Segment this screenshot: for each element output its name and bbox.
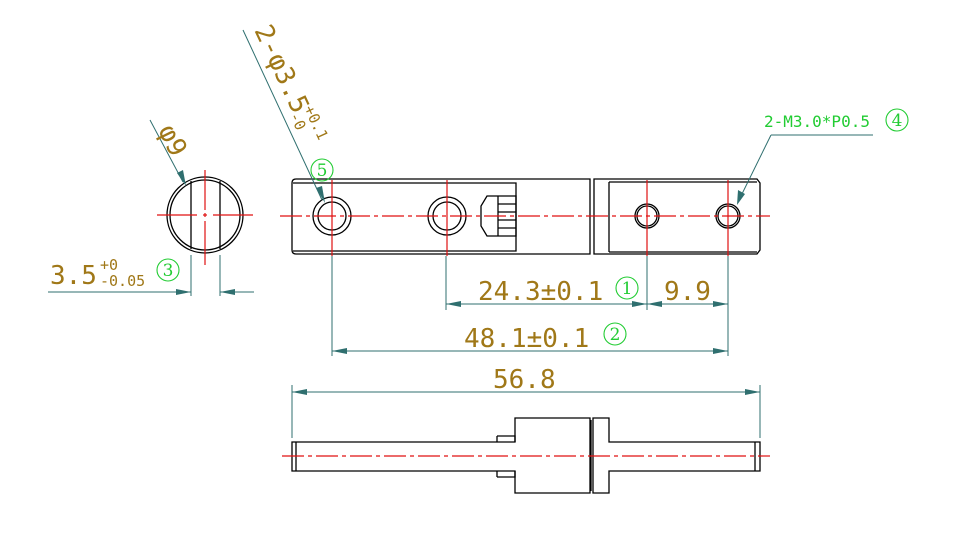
flat-width-label: 3.5	[50, 261, 97, 291]
marker-5: 5	[317, 161, 328, 181]
holes-label: 2-φ3.5	[248, 20, 315, 118]
flat-tol-lower: -0.05	[100, 272, 145, 290]
flat-tol-upper: +0	[100, 256, 118, 274]
dim-24-3: 24.3±0.1	[478, 277, 603, 307]
dim-9-9: 9.9	[664, 277, 711, 307]
marker-3: 3	[163, 261, 174, 281]
marker-4: 4	[892, 111, 903, 131]
holes-tol-lower: -0	[286, 109, 310, 133]
thread-note: 2-M3.0*P0.5	[764, 112, 870, 131]
marker-2: 2	[610, 325, 621, 345]
dim-56-8: 56.8	[493, 365, 556, 395]
dia9-label: φ9	[152, 120, 193, 161]
top-view	[280, 178, 770, 256]
marker-1: 1	[622, 279, 633, 299]
end-view	[157, 170, 253, 265]
dim-48-1: 48.1±0.1	[464, 324, 589, 354]
front-view	[282, 417, 770, 494]
